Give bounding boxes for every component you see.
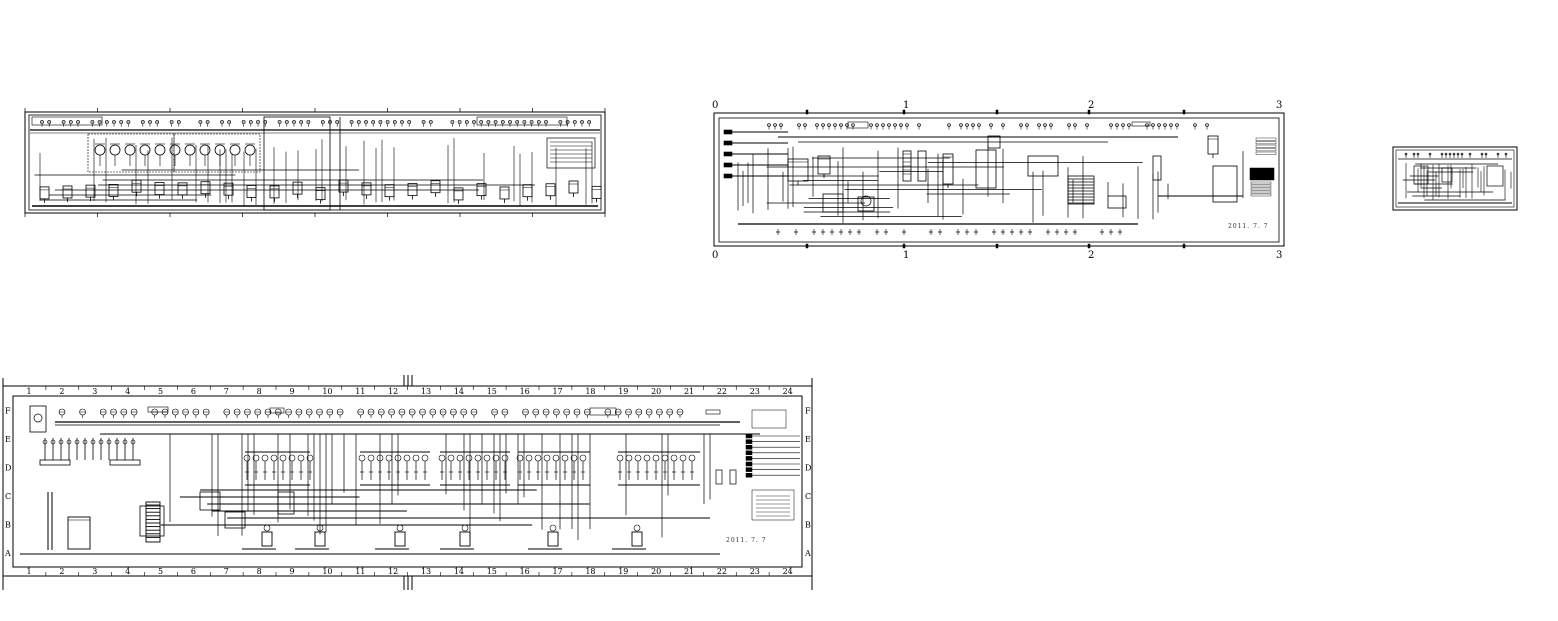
sheet-4-column-label-bottom: 15 xyxy=(487,567,497,576)
sheet-2-date-stamp: 2011. 7. 7 xyxy=(1228,223,1269,230)
sheet-4-column-label-bottom: 10 xyxy=(322,567,332,576)
sheet-4-column-label-bottom: 20 xyxy=(651,567,661,576)
sheet-4-column-label-top: 17 xyxy=(552,387,562,396)
sheet-4-column-label-top: 12 xyxy=(388,387,398,396)
drawing-sheet-2[interactable]: 0 1 2 3 2011. 7. 7 0 1 2 3 xyxy=(708,96,1290,262)
sheet-4-row-labels: F F E E D D C C B B A A xyxy=(4,406,811,558)
sheet-4-column-label-top: 11 xyxy=(355,387,365,396)
sheet-4-column-label-bottom: 11 xyxy=(355,567,365,576)
sheet-4-column-label-top: 21 xyxy=(684,387,694,396)
sheet-2-zone-label-top-1: 1 xyxy=(903,100,909,111)
sheet-4-column-label-bottom: 18 xyxy=(585,567,595,576)
sheet-4-row-label-left: F xyxy=(5,406,11,415)
sheet-4-column-label-bottom: 9 xyxy=(289,567,294,576)
sheet-4-column-label-top: 14 xyxy=(454,387,464,396)
sheet-4-row-label-left: C xyxy=(5,492,11,501)
sheet-4-column-label-top: 22 xyxy=(717,387,727,396)
sheet-4-column-label-bottom: 17 xyxy=(552,567,562,576)
sheet-4-column-label-bottom: 2 xyxy=(59,567,64,576)
sheet-3-border xyxy=(1392,146,1518,211)
sheet-4-column-label-bottom: 3 xyxy=(92,567,97,576)
sheet-1-canvas xyxy=(24,108,606,217)
sheet-4-column-label-bottom: 5 xyxy=(158,567,163,576)
sheet-4-column-label-bottom: 21 xyxy=(684,567,694,576)
sheet-4-column-label-top: 23 xyxy=(750,387,760,396)
sheet-4-column-label-top: 18 xyxy=(585,387,595,396)
sheet-4-column-label-top: 1 xyxy=(26,387,31,396)
sheet-4-column-label-top: 6 xyxy=(191,387,196,396)
sheet-4-process-lines xyxy=(20,405,800,555)
sheet-4-row-label-right: B xyxy=(805,520,811,529)
sheet-4-column-label-bottom: 1 xyxy=(26,567,31,576)
sheet-2-zone-label-top-0: 0 xyxy=(712,100,718,111)
sheet-4-column-label-top: 10 xyxy=(322,387,332,396)
sheet-3-process-lines xyxy=(1398,152,1512,204)
sheet-2-zone-label-bottom-0: 0 xyxy=(712,250,718,261)
sheet-4-column-label-top: 13 xyxy=(421,387,431,396)
sheet-4-column-label-bottom: 24 xyxy=(783,567,793,576)
sheet-2-zone-label-top-3: 3 xyxy=(1276,100,1282,111)
sheet-4-row-label-right: C xyxy=(805,492,811,501)
sheet-4-row-label-left: B xyxy=(5,520,11,529)
sheet-4-column-label-top: 16 xyxy=(520,387,530,396)
sheet-4-row-label-right: E xyxy=(805,435,811,444)
sheet-2-inner-border xyxy=(718,117,1280,243)
sheet-1-zone-ticks xyxy=(24,108,606,217)
sheet-4-inner-frame xyxy=(12,395,803,568)
sheet-4-row-label-right: F xyxy=(805,406,811,415)
sheet-4-column-label-bottom: 23 xyxy=(750,567,760,576)
sheet-4-column-label-top: 19 xyxy=(618,387,628,396)
sheet-4-column-labels: 1122334455667788991010111112121313141415… xyxy=(26,386,793,576)
sheet-4-column-label-bottom: 22 xyxy=(717,567,727,576)
sheet-2-canvas: 0 1 2 3 2011. 7. 7 0 1 2 3 xyxy=(712,100,1285,261)
sheet-1-border xyxy=(24,111,606,214)
sheet-2-border xyxy=(713,112,1285,247)
sheet-4-column-label-bottom: 4 xyxy=(125,567,130,576)
sheet-4-column-label-top: 7 xyxy=(224,387,229,396)
sheet-2-zone-label-bottom-2: 2 xyxy=(1088,250,1094,261)
sheet-4-column-label-bottom: 14 xyxy=(454,567,464,576)
sheet-2-zone-label-top-2: 2 xyxy=(1088,100,1094,111)
sheet-4-column-label-bottom: 8 xyxy=(257,567,262,576)
sheet-4-row-label-right: A xyxy=(804,549,811,558)
sheet-4-column-label-bottom: 13 xyxy=(421,567,431,576)
sheet-4-column-label-top: 8 xyxy=(257,387,262,396)
sheet-3-inner-border xyxy=(1395,149,1515,208)
sheet-4-row-label-left: E xyxy=(5,435,11,444)
sheet-4-column-label-bottom: 16 xyxy=(520,567,530,576)
sheet-4-column-label-top: 5 xyxy=(158,387,163,396)
sheet-4-column-label-top: 3 xyxy=(92,387,97,396)
sheet-4-column-label-top: 9 xyxy=(289,387,294,396)
drawing-sheet-3[interactable] xyxy=(1392,146,1518,212)
sheet-4-column-label-top: 15 xyxy=(487,387,497,396)
drawing-sheet-1[interactable] xyxy=(22,100,608,225)
sheet-4-column-label-bottom: 12 xyxy=(388,567,398,576)
sheet-4-column-label-top: 4 xyxy=(125,387,130,396)
sheet-4-column-label-top: 20 xyxy=(651,387,661,396)
sheet-4-column-label-top: 2 xyxy=(59,387,64,396)
sheet-4-column-label-bottom: 6 xyxy=(191,567,196,576)
sheet-4-column-label-bottom: 19 xyxy=(618,567,628,576)
sheet-4-date-stamp: 2011. 7. 7 xyxy=(726,537,767,544)
sheet-2-process-lines xyxy=(723,109,1277,249)
sheet-1-process-lines xyxy=(30,116,602,211)
sheet-4-row-label-right: D xyxy=(805,463,811,472)
sheet-4-column-label-top: 24 xyxy=(783,387,793,396)
sheet-4-row-label-left: D xyxy=(5,463,11,472)
sheet-4-canvas: 1122334455667788991010111112121313141415… xyxy=(2,375,813,590)
sheet-2-zone-label-bottom-3: 3 xyxy=(1276,250,1282,261)
sheet-3-canvas xyxy=(1392,146,1518,211)
sheet-4-column-label-bottom: 7 xyxy=(224,567,229,576)
sheet-4-row-label-left: A xyxy=(4,549,11,558)
sheet-2-zone-label-bottom-1: 1 xyxy=(903,250,909,261)
